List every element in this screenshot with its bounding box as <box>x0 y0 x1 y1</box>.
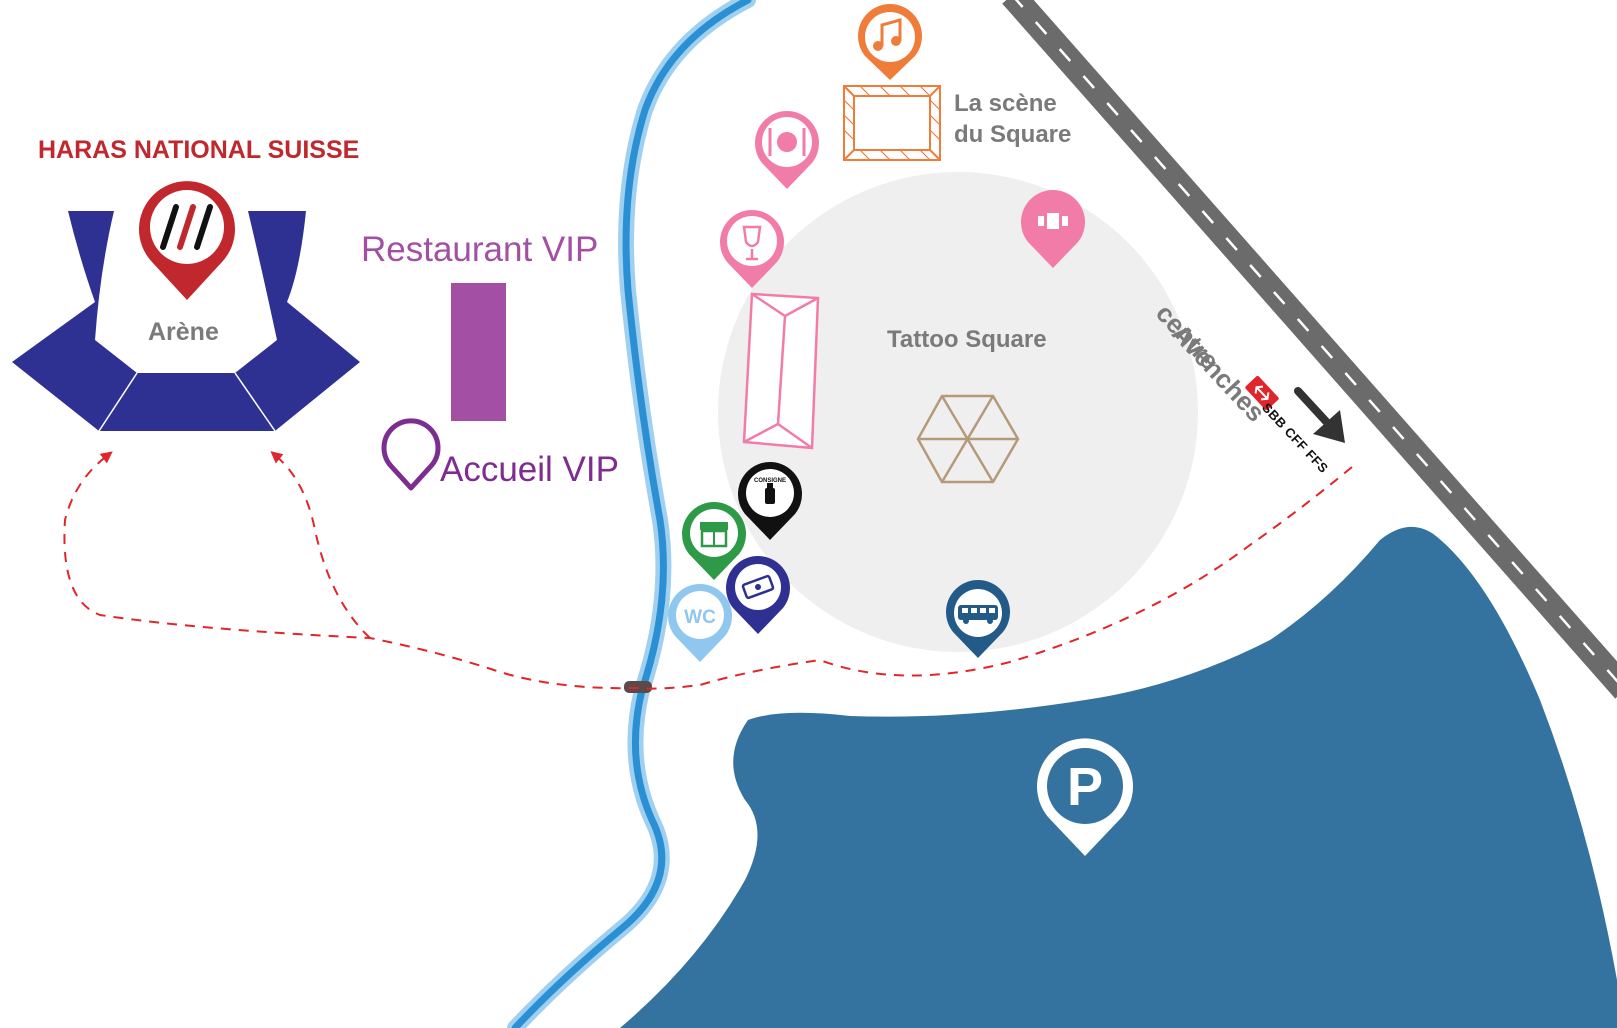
restaurant-vip-building[interactable] <box>451 283 506 421</box>
stage-label-line1: La scène <box>954 90 1057 117</box>
shop-icon[interactable] <box>682 502 746 580</box>
consigne-label: CONSIGNE <box>754 478 786 484</box>
arena-label: Arène <box>148 318 219 346</box>
accueil-vip-label: Accueil VIP <box>440 450 619 489</box>
tattoo-square-area[interactable] <box>718 172 1198 652</box>
tent[interactable] <box>742 292 820 450</box>
haras-title: HARAS NATIONAL SUISSE <box>38 136 360 164</box>
restaurant-icon[interactable] <box>754 111 819 189</box>
music-icon[interactable] <box>858 4 922 80</box>
wc-label: WC <box>684 607 716 628</box>
stage-label-line2: du Square <box>954 121 1072 148</box>
wine-icon[interactable] <box>719 210 784 288</box>
location-pin-icon[interactable] <box>381 418 441 491</box>
tattoo-square-label: Tattoo Square <box>887 326 1047 353</box>
parking-label: P <box>1067 757 1103 817</box>
stage[interactable] <box>843 85 941 161</box>
wc-icon[interactable]: WC <box>668 584 733 662</box>
consigne-icon[interactable]: CONSIGNE <box>738 462 802 540</box>
ticket-icon[interactable] <box>726 556 790 634</box>
parking-icon[interactable]: P <box>1037 738 1134 856</box>
arena-building[interactable] <box>12 211 360 432</box>
walking-path <box>63 451 1353 690</box>
restaurant-vip-label: Restaurant VIP <box>361 230 599 269</box>
bus-icon[interactable] <box>946 580 1011 658</box>
direction-arrow-icon <box>1294 387 1345 443</box>
bridge <box>624 681 652 693</box>
river <box>507 0 756 1028</box>
sbb-logo-icon <box>1245 375 1279 411</box>
lounge-icon[interactable] <box>1020 190 1085 268</box>
road <box>1002 0 1617 699</box>
haras-logo-pin[interactable] <box>139 181 235 300</box>
hexagon-structure[interactable] <box>916 394 1020 484</box>
